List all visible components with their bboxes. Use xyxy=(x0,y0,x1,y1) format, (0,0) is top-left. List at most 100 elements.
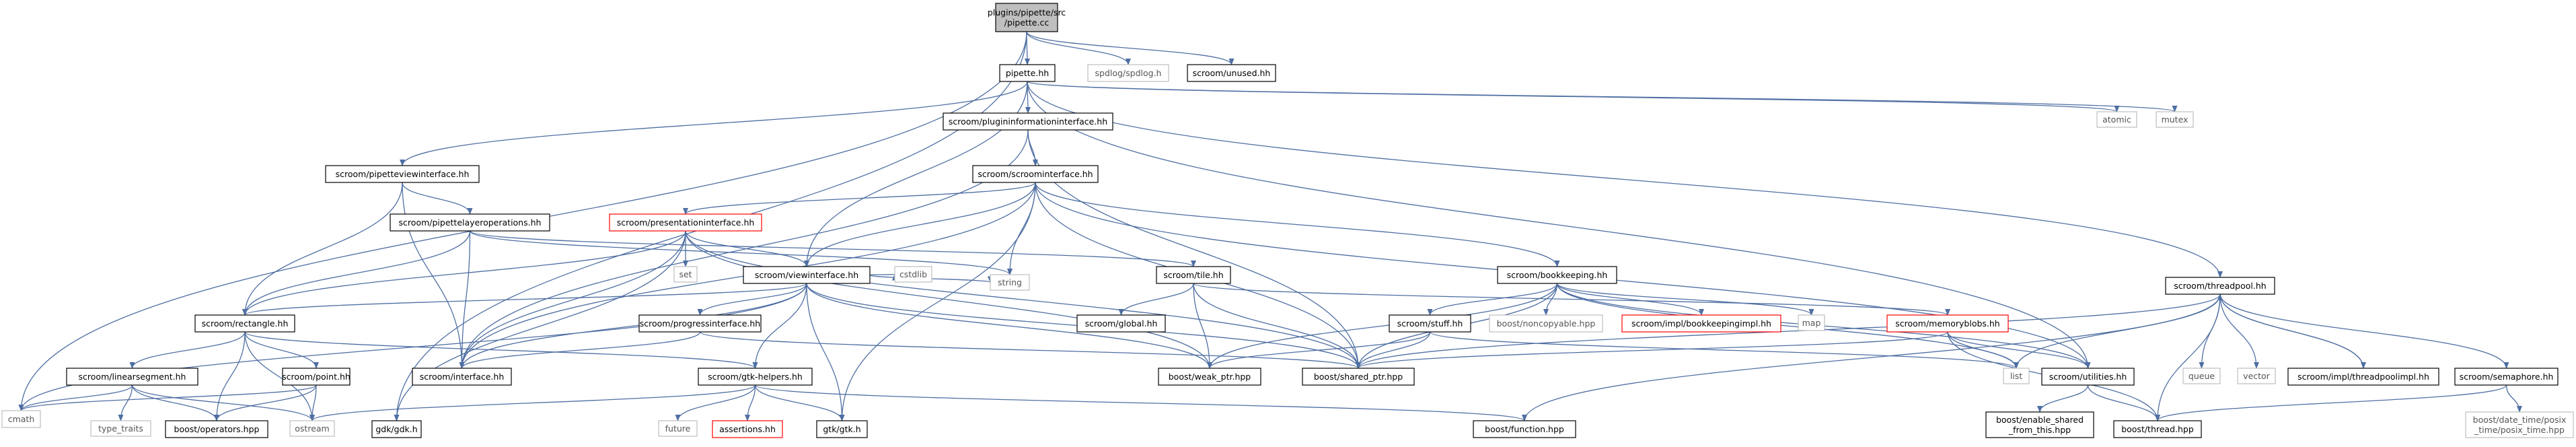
node-list[interactable]: list xyxy=(2003,368,2030,384)
node-tile[interactable]: scroom/tile.hh xyxy=(1156,266,1231,284)
node-semaphore[interactable]: scroom/semaphore.hh xyxy=(2454,368,2559,386)
edge-presentation-to-sharedptr xyxy=(685,230,1361,369)
node-box-string xyxy=(990,274,1030,291)
node-operators[interactable]: boost/operators.hpp xyxy=(165,420,268,438)
node-enableshared[interactable]: boost/enable_shared_from_this.hpp xyxy=(1985,411,2094,438)
node-pipette_hh[interactable]: pipette.hh xyxy=(999,64,1056,82)
node-box-unused xyxy=(1187,64,1276,82)
node-queue[interactable]: queue xyxy=(2182,368,2221,384)
node-box-spdlog xyxy=(1087,64,1169,82)
node-sharedptr[interactable]: boost/shared_ptr.hpp xyxy=(1302,368,1415,386)
node-atomic[interactable]: atomic xyxy=(2096,111,2137,128)
edge-pipettelayer-to-rectangle xyxy=(242,230,471,316)
node-cmath[interactable]: cmath xyxy=(1,410,41,428)
node-future[interactable]: future xyxy=(658,420,698,437)
node-box-memoryblobs xyxy=(1886,314,2009,333)
node-noncopyable[interactable]: boost/noncopyable.hpp xyxy=(1489,314,1603,333)
edge-rectangle-to-gtkhelpers xyxy=(244,331,758,369)
edge-utilities-to-enableshared xyxy=(2037,384,2089,413)
node-label-pipettelayer: scroom/pipettelayeroperations.hh xyxy=(399,217,542,228)
node-utilities[interactable]: scroom/utilities.hh xyxy=(2041,368,2135,386)
edge-memoryblobs-to-list xyxy=(1947,331,2019,369)
node-stuff[interactable]: scroom/stuff.hh xyxy=(1389,314,1471,333)
node-ostream[interactable]: ostream xyxy=(289,420,335,437)
node-label-unused: scroom/unused.hh xyxy=(1193,68,1271,78)
node-box-point xyxy=(282,368,351,386)
node-box-gdk xyxy=(371,420,422,438)
node-box-semaphore xyxy=(2454,368,2559,386)
node-cstdlib[interactable]: cstdlib xyxy=(894,266,932,283)
node-weakptr[interactable]: boost/weak_ptr.hpp xyxy=(1158,368,1261,386)
node-label-gtk: gtk/gtk.h xyxy=(823,424,860,434)
edge-presentation-to-gdk xyxy=(394,230,686,421)
node-box-cstdlib xyxy=(894,266,932,283)
node-root[interactable]: plugins/pipette/src/pipette.cc xyxy=(988,3,1066,32)
node-rectangle[interactable]: scroom/rectangle.hh xyxy=(194,314,295,333)
node-label-posixtime: boost/date_time/posix_time/posix_time.hp… xyxy=(2473,415,2567,435)
node-global[interactable]: scroom/global.hh xyxy=(1076,314,1166,333)
node-box-weakptr xyxy=(1158,368,1261,386)
node-bookkeeping[interactable]: scroom/bookkeeping.hh xyxy=(1497,266,1617,284)
node-vector[interactable]: vector xyxy=(2237,368,2276,384)
edge-presentation-to-rectangle xyxy=(242,230,686,316)
node-label-mutex: mutex xyxy=(2162,114,2188,125)
node-box-boostthread xyxy=(2113,420,2202,438)
node-box-bookkeepingimpl xyxy=(1621,314,1781,333)
node-label-boostthread: boost/thread.hpp xyxy=(2121,424,2194,434)
node-box-plugininfo xyxy=(943,112,1113,131)
node-box-queue xyxy=(2182,368,2221,384)
node-threadpoolimpl[interactable]: scroom/impl/threadpoolimpl.hh xyxy=(2287,368,2439,386)
edge-threadpool-to-semaphore xyxy=(2219,294,2509,369)
edge-bookkeeping-to-stuff xyxy=(1427,283,1558,316)
node-boostthread[interactable]: boost/thread.hpp xyxy=(2113,420,2202,438)
node-pipetteview[interactable]: scroom/pipetteviewinterface.hh xyxy=(325,165,480,183)
node-map[interactable]: map xyxy=(1798,314,1825,331)
node-scroominterface[interactable]: scroom/scroominterface.hh xyxy=(972,165,1099,183)
node-plugininfo[interactable]: scroom/plugininformationinterface.hh xyxy=(943,112,1113,131)
node-box-scroominterface xyxy=(972,165,1099,183)
node-label-global: scroom/global.hh xyxy=(1085,318,1158,329)
node-bookkeepingimpl[interactable]: scroom/impl/bookkeepingimpl.hh xyxy=(1621,314,1781,333)
node-box-tile xyxy=(1156,266,1231,284)
node-viewinterface[interactable]: scroom/viewinterface.hh xyxy=(743,266,871,284)
node-posixtime[interactable]: boost/date_time/posix_time/posix_time.hp… xyxy=(2465,411,2574,438)
node-set[interactable]: set xyxy=(673,266,698,283)
node-label-pipetteview: scroom/pipetteviewinterface.hh xyxy=(336,169,470,179)
edge-pipetteview-to-pipettelayer xyxy=(402,182,473,215)
node-box-pipettelayer xyxy=(390,213,550,232)
edge-memoryblobs-to-utilities xyxy=(1947,331,2091,369)
node-point[interactable]: scroom/point.hh xyxy=(282,368,351,386)
node-presentation[interactable]: scroom/presentationinterface.hh xyxy=(609,213,762,232)
node-interface[interactable]: scroom/interface.hh xyxy=(412,368,512,386)
node-label-string: string xyxy=(998,277,1022,287)
node-box-rectangle xyxy=(194,314,295,333)
node-string[interactable]: string xyxy=(990,274,1030,291)
node-mutex[interactable]: mutex xyxy=(2156,111,2194,128)
node-gtk[interactable]: gtk/gtk.h xyxy=(816,420,868,438)
node-label-cstdlib: cstdlib xyxy=(899,269,927,279)
node-label-vector: vector xyxy=(2243,371,2271,381)
node-threadpool[interactable]: scroom/threadpool.hh xyxy=(2165,277,2275,295)
edge-tile-to-memoryblobs xyxy=(1193,283,1950,316)
node-pipettelayer[interactable]: scroom/pipettelayeroperations.hh xyxy=(390,213,550,232)
node-label-threadpool: scroom/threadpool.hh xyxy=(2174,281,2266,291)
node-gtkhelpers[interactable]: scroom/gtk-helpers.hh xyxy=(698,368,813,386)
node-label-atomic: atomic xyxy=(2102,114,2131,125)
node-box-noncopyable xyxy=(1489,314,1603,333)
node-gdk[interactable]: gdk/gdk.h xyxy=(371,420,422,438)
edge-linearsegment-to-typetraits xyxy=(118,384,133,421)
node-typetraits[interactable]: type_traits xyxy=(90,420,151,437)
node-memoryblobs[interactable]: scroom/memoryblobs.hh xyxy=(1886,314,2009,333)
node-spdlog[interactable]: spdlog/spdlog.h xyxy=(1087,64,1169,82)
edge-gtkhelpers-to-function xyxy=(754,384,1527,421)
node-box-pipetteview xyxy=(325,165,480,183)
node-assertions[interactable]: assertions.hh xyxy=(712,420,783,438)
node-progress[interactable]: scroom/progressinterface.hh xyxy=(638,314,762,333)
node-box-interface xyxy=(412,368,512,386)
node-linearsegment[interactable]: scroom/linearsegment.hh xyxy=(66,368,198,386)
node-function[interactable]: boost/function.hpp xyxy=(1473,420,1576,438)
node-box-sharedptr xyxy=(1302,368,1415,386)
node-box-operators xyxy=(165,420,268,438)
node-unused[interactable]: scroom/unused.hh xyxy=(1187,64,1276,82)
edge-linearsegment-to-ostream xyxy=(131,384,315,421)
